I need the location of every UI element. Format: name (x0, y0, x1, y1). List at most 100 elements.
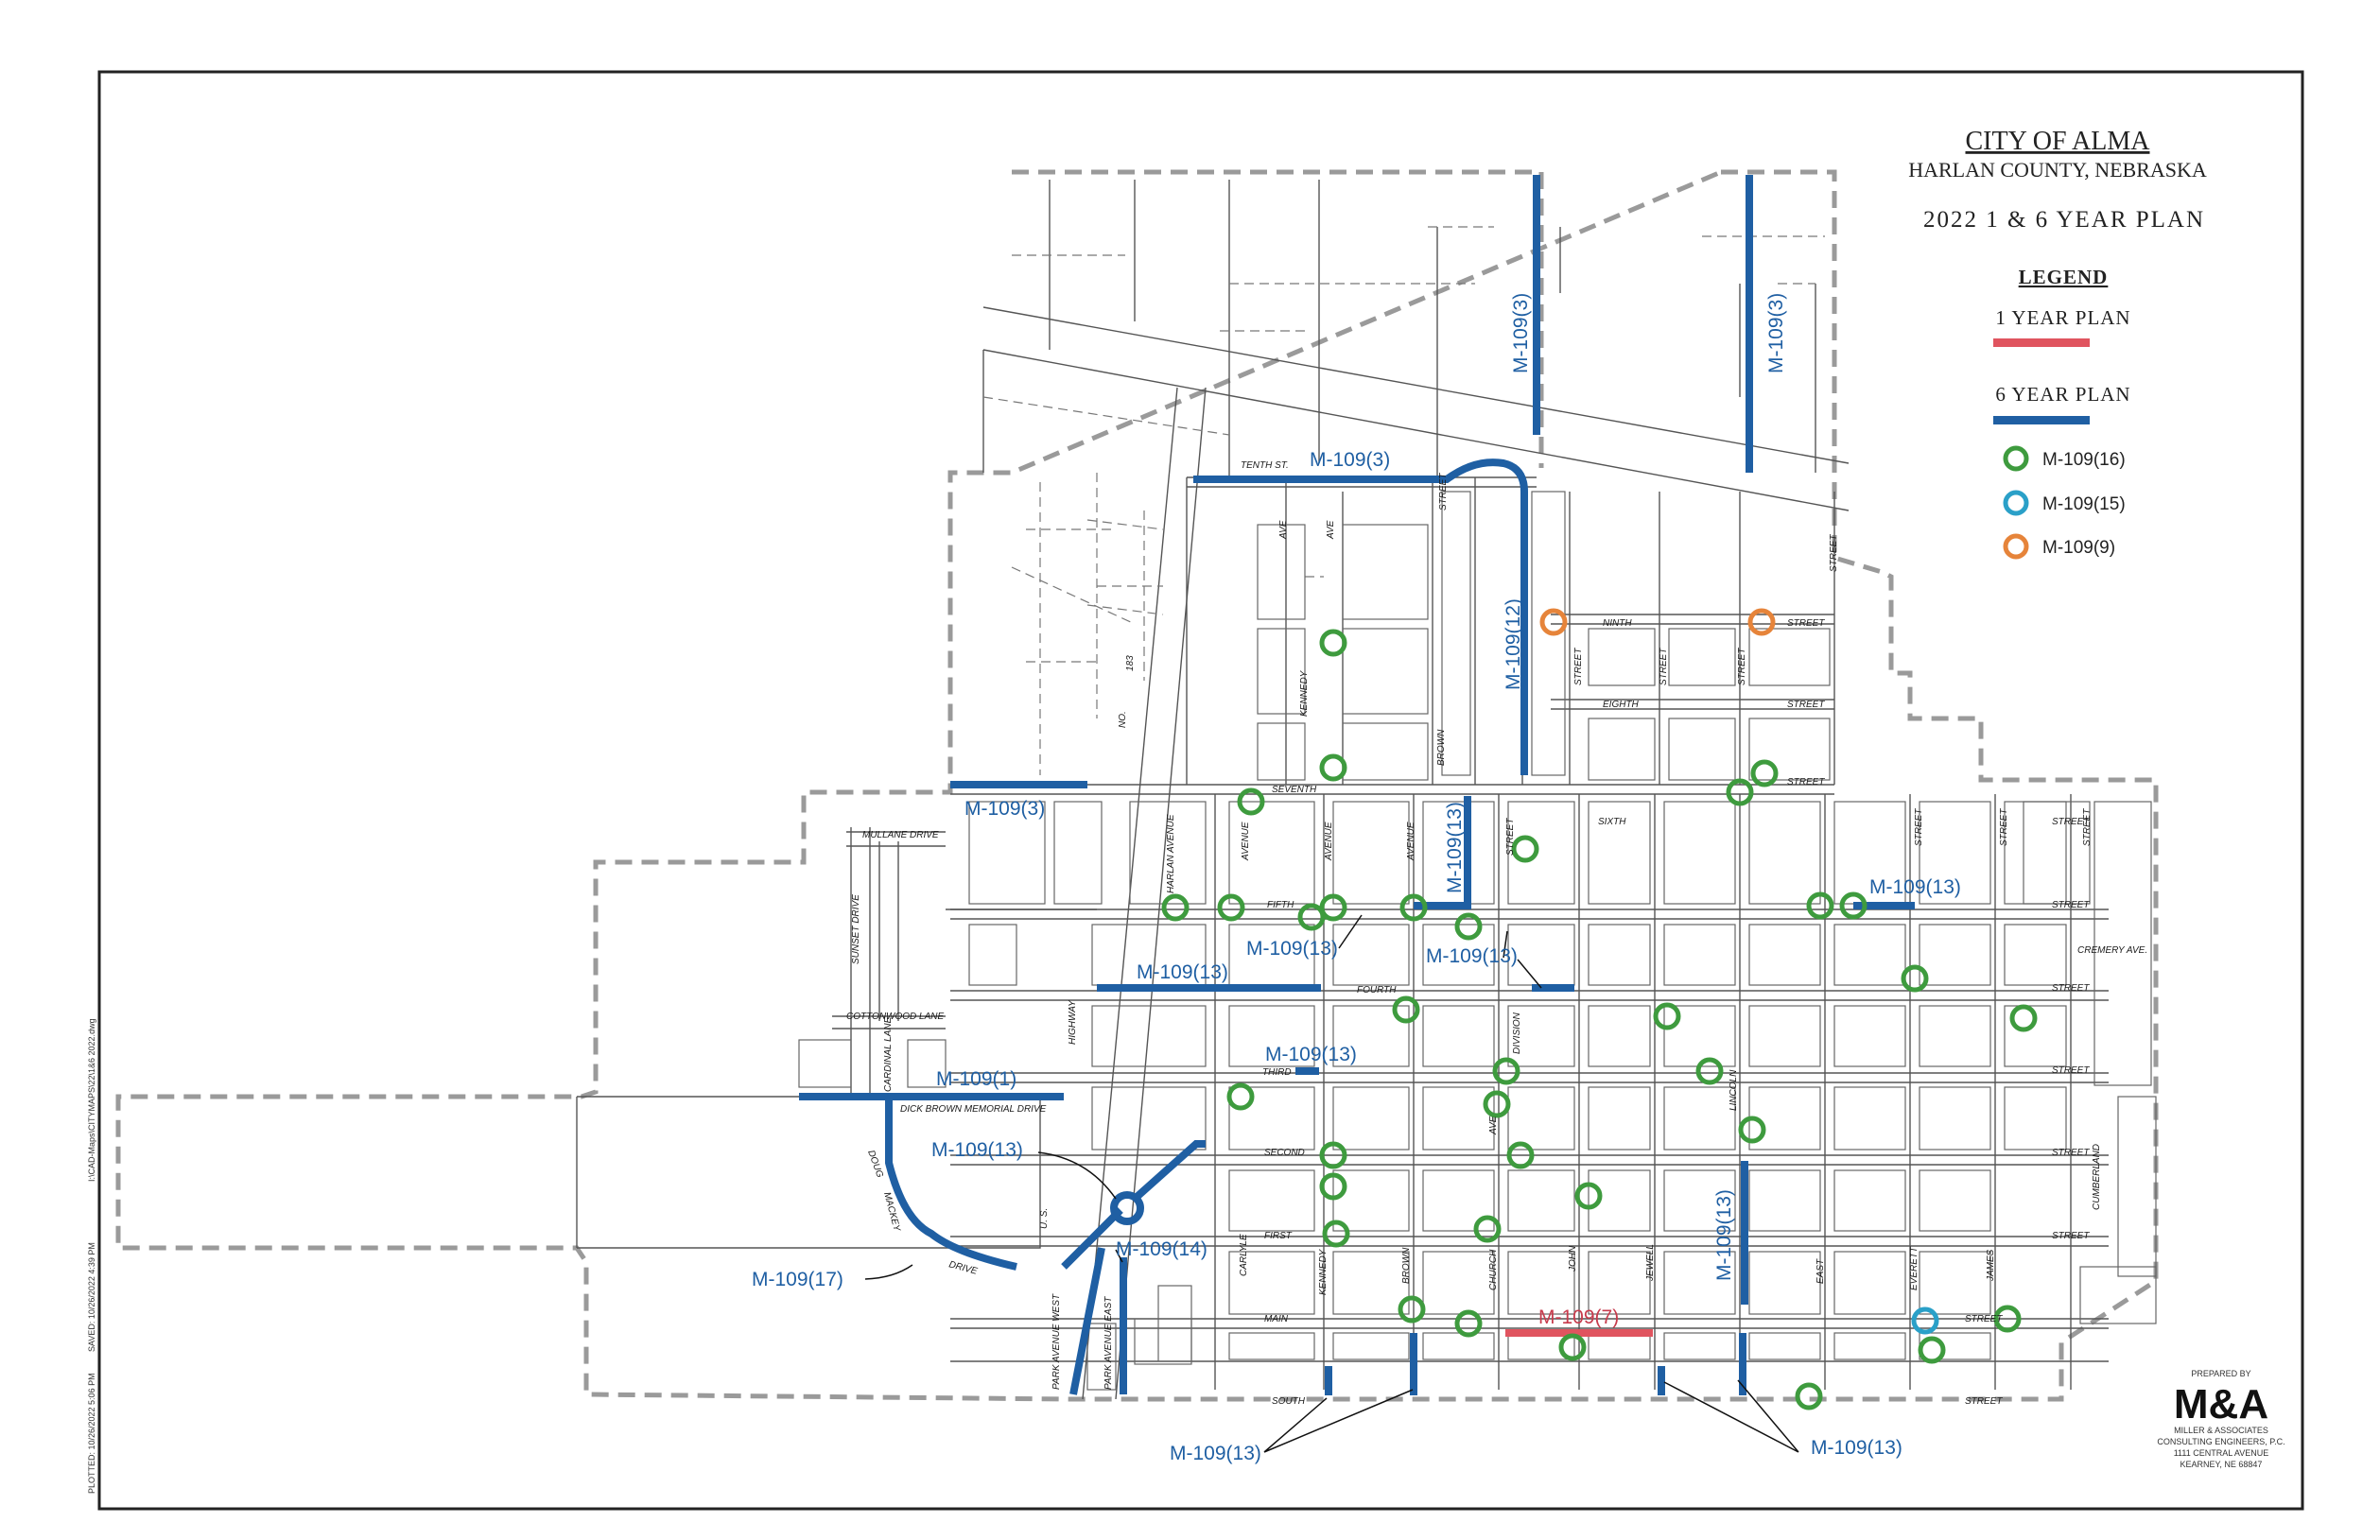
project-label: M-109(13) (1713, 1189, 1735, 1281)
street-label: EAST (1815, 1258, 1826, 1284)
m109-16-circle (1322, 1220, 1350, 1248)
street-label: LINCOLN (1729, 1069, 1739, 1111)
project-label: M-109(3) (1510, 293, 1532, 373)
street-label: STREET (1965, 1396, 2003, 1407)
m109-16-circle (2009, 1004, 2038, 1032)
street-label: U. S. (1039, 1208, 1050, 1229)
sheet-border (97, 70, 2304, 1511)
legend: LEGEND 1 YEAR PLAN 6 YEAR PLAN M-109(16)… (1993, 266, 2130, 560)
street-label: FOURTH (1357, 985, 1397, 995)
prepared-by: PREPARED BY (2191, 1369, 2250, 1378)
street-label: STREET (1999, 808, 2009, 846)
m109-16-circle (1738, 1116, 1766, 1144)
m109-16-circle (1319, 893, 1347, 922)
street-grid (946, 476, 2109, 1390)
street-label: FIRST (1264, 1231, 1293, 1241)
m109-16-circle (1319, 753, 1347, 782)
firm-type: CONSULTING ENGINEERS, P.C. (2157, 1437, 2284, 1446)
m109-16-circle (1454, 1309, 1483, 1338)
project-label: M-109(13) (1137, 961, 1228, 983)
street-label: CREMERY AVE. (2077, 945, 2147, 956)
street-label: AVENUE (1324, 822, 1334, 861)
firm-block: PREPARED BY M&A MILLER & ASSOCIATES CONS… (2157, 1369, 2284, 1469)
street-label: NO. (1118, 711, 1128, 728)
street-label: COTTONWOOD LANE (846, 1012, 944, 1022)
legend-m109-15-circle (2003, 490, 2029, 516)
m109-15-circle (1911, 1306, 1939, 1335)
lot-blocks (798, 491, 2157, 1391)
street-label: 183 (1125, 655, 1136, 671)
m109-16-circle (1839, 891, 1868, 920)
street-label: STREET (1829, 534, 1839, 572)
file-path: I:\CAD-Maps\CITYMAPS\22\1&6 2022.dwg (87, 1018, 96, 1182)
street-label: AVENUE (1241, 822, 1251, 861)
street-label: AVENUE (1406, 822, 1416, 861)
street-label: STREET (1438, 473, 1449, 510)
street-label: STREET (2052, 817, 2090, 827)
m109-16-circle (1574, 1182, 1603, 1210)
project-label: M-109(13) (1811, 1437, 1902, 1459)
highway-segment-project (1061, 1140, 1206, 1270)
street-label: AVE (1326, 520, 1336, 540)
street-label: BROWN (1401, 1247, 1412, 1284)
legend-one-year-label: 1 YEAR PLAN (1995, 306, 2130, 329)
street-label: KENNEDY (1318, 1248, 1329, 1295)
street-label: SOUTH (1272, 1396, 1306, 1407)
m109-16-circle (1492, 1057, 1520, 1085)
m109-16-circle (1806, 891, 1834, 920)
street-label: AVE (1278, 520, 1289, 540)
m109-16-circle (1901, 964, 1929, 993)
project-label: M-109(1) (936, 1068, 1016, 1090)
m109-16-circle (1473, 1215, 1502, 1243)
street-label: AVE (1488, 1116, 1499, 1135)
m109-16-circle (1993, 1305, 2022, 1333)
county-title: HARLAN COUNTY, NEBRASKA (1908, 158, 2207, 182)
street-label: BROWN (1436, 729, 1447, 766)
m109-16-circle (1558, 1333, 1587, 1361)
street-label: MAIN (1264, 1314, 1289, 1324)
street-label: JAMES (1986, 1249, 1996, 1282)
street-label: STREET (2052, 900, 2090, 910)
street-label: HIGHWAY (1068, 999, 1078, 1045)
street-label: STREET (1787, 777, 1825, 787)
m109-16-circle (1319, 1141, 1347, 1169)
project-label: M-109(3) (1765, 293, 1787, 373)
project-label: M-109(13) (1265, 1044, 1357, 1065)
firm-city: KEARNEY, NE 68847 (2180, 1460, 2263, 1469)
legend-m109-16-label: M-109(16) (2042, 450, 2126, 470)
firm-logo: M&A (2174, 1381, 2268, 1428)
north-tracts (982, 180, 1825, 775)
project-label: M-109(3) (1310, 449, 1390, 471)
m109-16-circle (1918, 1336, 1946, 1364)
legend-m109-15-label: M-109(15) (2042, 494, 2126, 514)
saved-stamp: SAVED: 10/26/2022 4:39 PM (87, 1242, 96, 1352)
street-label: STREET (2052, 1148, 2090, 1158)
m109-16-circle (1226, 1082, 1255, 1111)
street-label: PARK AVENUE EAST (1103, 1296, 1114, 1390)
m109-16-circle (1398, 1295, 1426, 1324)
plan-title: 2022 1 & 6 YEAR PLAN (1923, 207, 2205, 233)
street-label: SIXTH (1598, 817, 1626, 827)
margin-text: PLOTTED: 10/26/2022 5:06 PM SAVED: 10/26… (87, 1018, 96, 1494)
m109-16-circle (1454, 912, 1483, 941)
legend-one-year-swatch (1993, 338, 2090, 347)
legend-heading: LEGEND (2019, 266, 2109, 288)
railroad (982, 306, 1850, 511)
street-label: STREET (1505, 818, 1516, 856)
west-outline (576, 1096, 1041, 1249)
street-label: HARLAN AVENUE (1166, 814, 1176, 893)
street-label: KENNEDY (1299, 669, 1310, 717)
firm-address: 1111 CENTRAL AVENUE (2174, 1448, 2269, 1458)
street-label: DOUG (865, 1149, 885, 1179)
m109-16-circle (1726, 778, 1754, 806)
street-label: SEVENTH (1272, 785, 1317, 795)
street-label: STREET (1965, 1314, 2003, 1324)
m109-16-circle (1319, 629, 1347, 657)
street-label: STREET (1737, 648, 1747, 685)
six-year-segments (799, 175, 1915, 1395)
street-labels: TENTH ST. NINTH STREET EIGHTH STREET SEV… (846, 460, 2147, 1407)
plotted-stamp: PLOTTED: 10/26/2022 5:06 PM (87, 1373, 96, 1494)
m109-16-circle (1237, 787, 1265, 816)
street-label: THIRD (1262, 1067, 1292, 1078)
